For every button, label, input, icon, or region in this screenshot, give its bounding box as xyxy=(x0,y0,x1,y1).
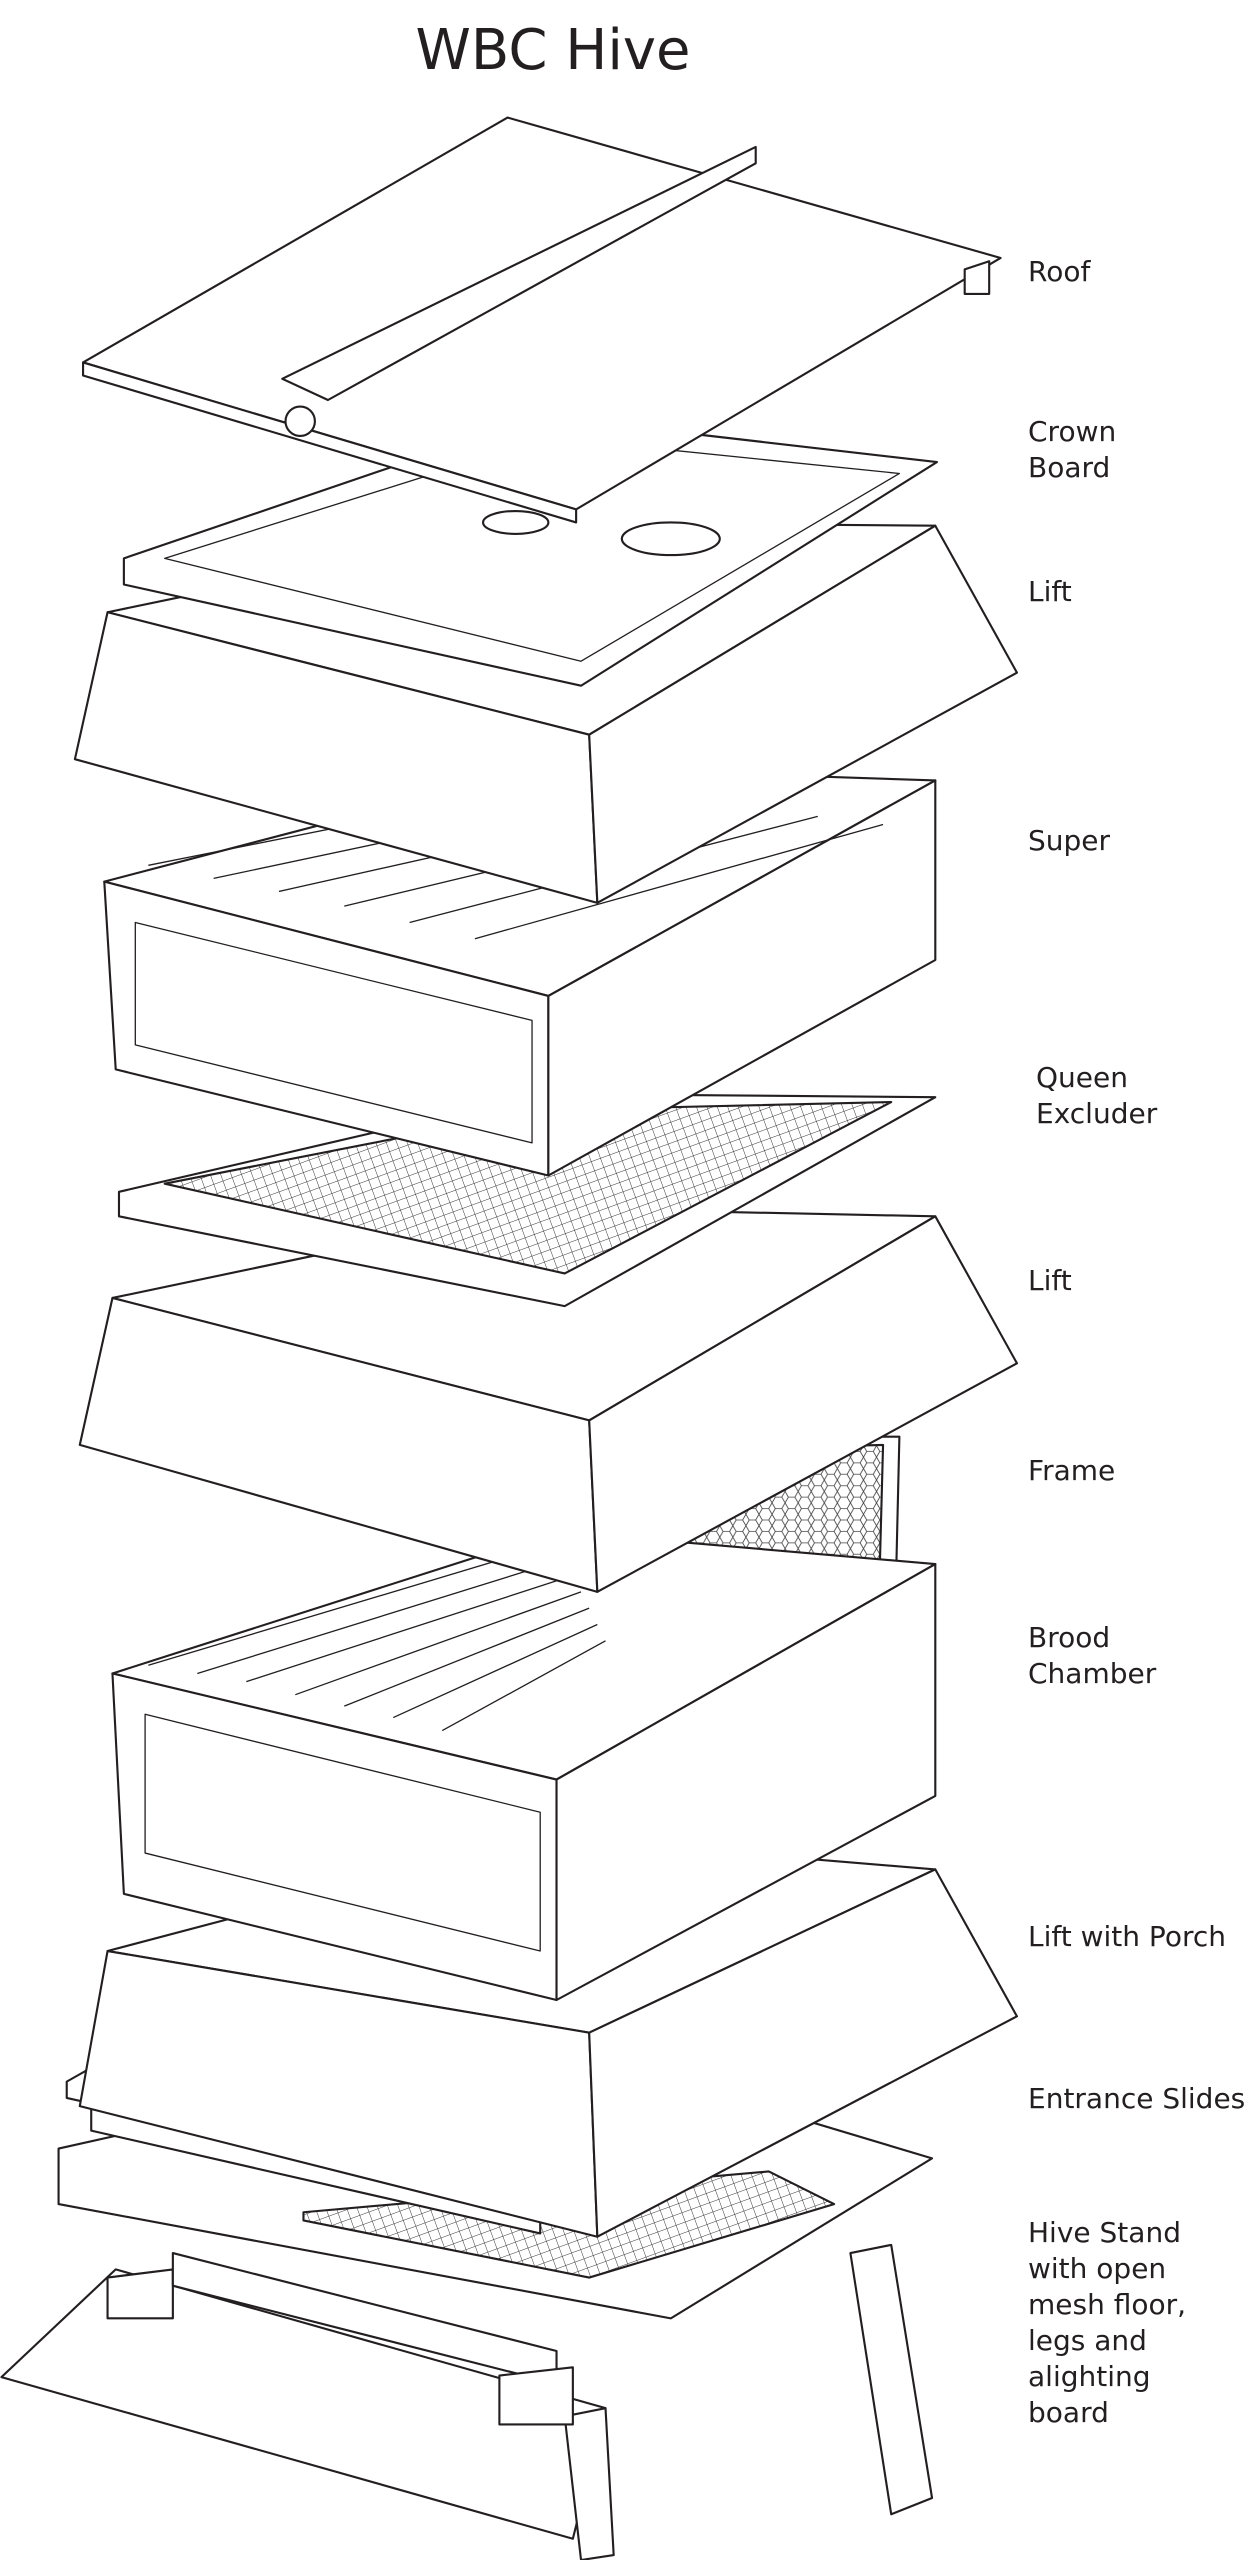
label-hive-stand: Hive Stand with open mesh floor, legs an… xyxy=(1028,2216,1187,2429)
queen-excluder-drawing xyxy=(117,1092,937,1308)
crown-board-drawing xyxy=(122,415,938,687)
label-queen-excluder: Queen Excluder xyxy=(1036,1061,1158,1130)
label-brood-chamber: Brood Chamber xyxy=(1028,1621,1157,1690)
label-lift-top: Lift xyxy=(1028,575,1072,608)
label-crown-board: Crown Board xyxy=(1028,415,1117,484)
label-lift-with-porch: Lift with Porch xyxy=(1028,1920,1226,1953)
diagram-title: WBC Hive xyxy=(415,18,691,83)
label-roof: Roof xyxy=(1028,255,1091,288)
label-frame: Frame xyxy=(1028,1454,1116,1487)
label-lift-middle: Lift xyxy=(1028,1264,1072,1297)
brood-chamber-drawing xyxy=(111,1435,937,2002)
label-super: Super xyxy=(1028,824,1111,857)
label-entrance-slides: Entrance Slides xyxy=(1028,2082,1246,2115)
roof-drawing xyxy=(82,116,1002,524)
